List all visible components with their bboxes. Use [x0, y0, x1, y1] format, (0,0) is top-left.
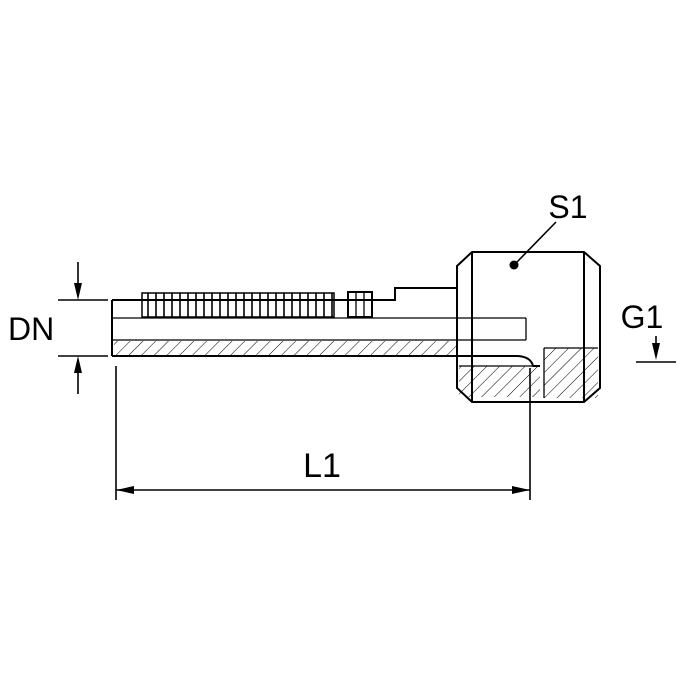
hex-nut [456, 251, 601, 403]
dn-dimension: DN [8, 262, 108, 394]
dn-arrowhead-top [74, 283, 82, 300]
g1-label: G1 [621, 299, 664, 335]
hose-nipple [111, 287, 540, 367]
nut-hatching-right [544, 348, 598, 398]
nipple-wall-hatching [114, 341, 457, 355]
g1-arrowhead [652, 343, 660, 360]
dn-label: DN [8, 311, 54, 347]
barb-serration-band [141, 292, 335, 318]
l1-dimension: L1 [115, 366, 531, 500]
l1-arrowhead-left [116, 486, 134, 494]
seal-flare [517, 355, 540, 367]
nut-hatching-left [459, 366, 540, 397]
s1-callout: S1 [509, 189, 588, 270]
l1-label: L1 [303, 447, 341, 485]
g1-callout: G1 [621, 299, 676, 363]
l1-arrowhead-right [512, 486, 530, 494]
s1-label: S1 [548, 189, 587, 225]
s1-leader-line [516, 221, 557, 263]
s1-leader-dot [509, 260, 519, 270]
nut-section [459, 347, 598, 398]
stop-collar [347, 291, 373, 318]
dn-arrowhead-bottom [74, 356, 82, 373]
